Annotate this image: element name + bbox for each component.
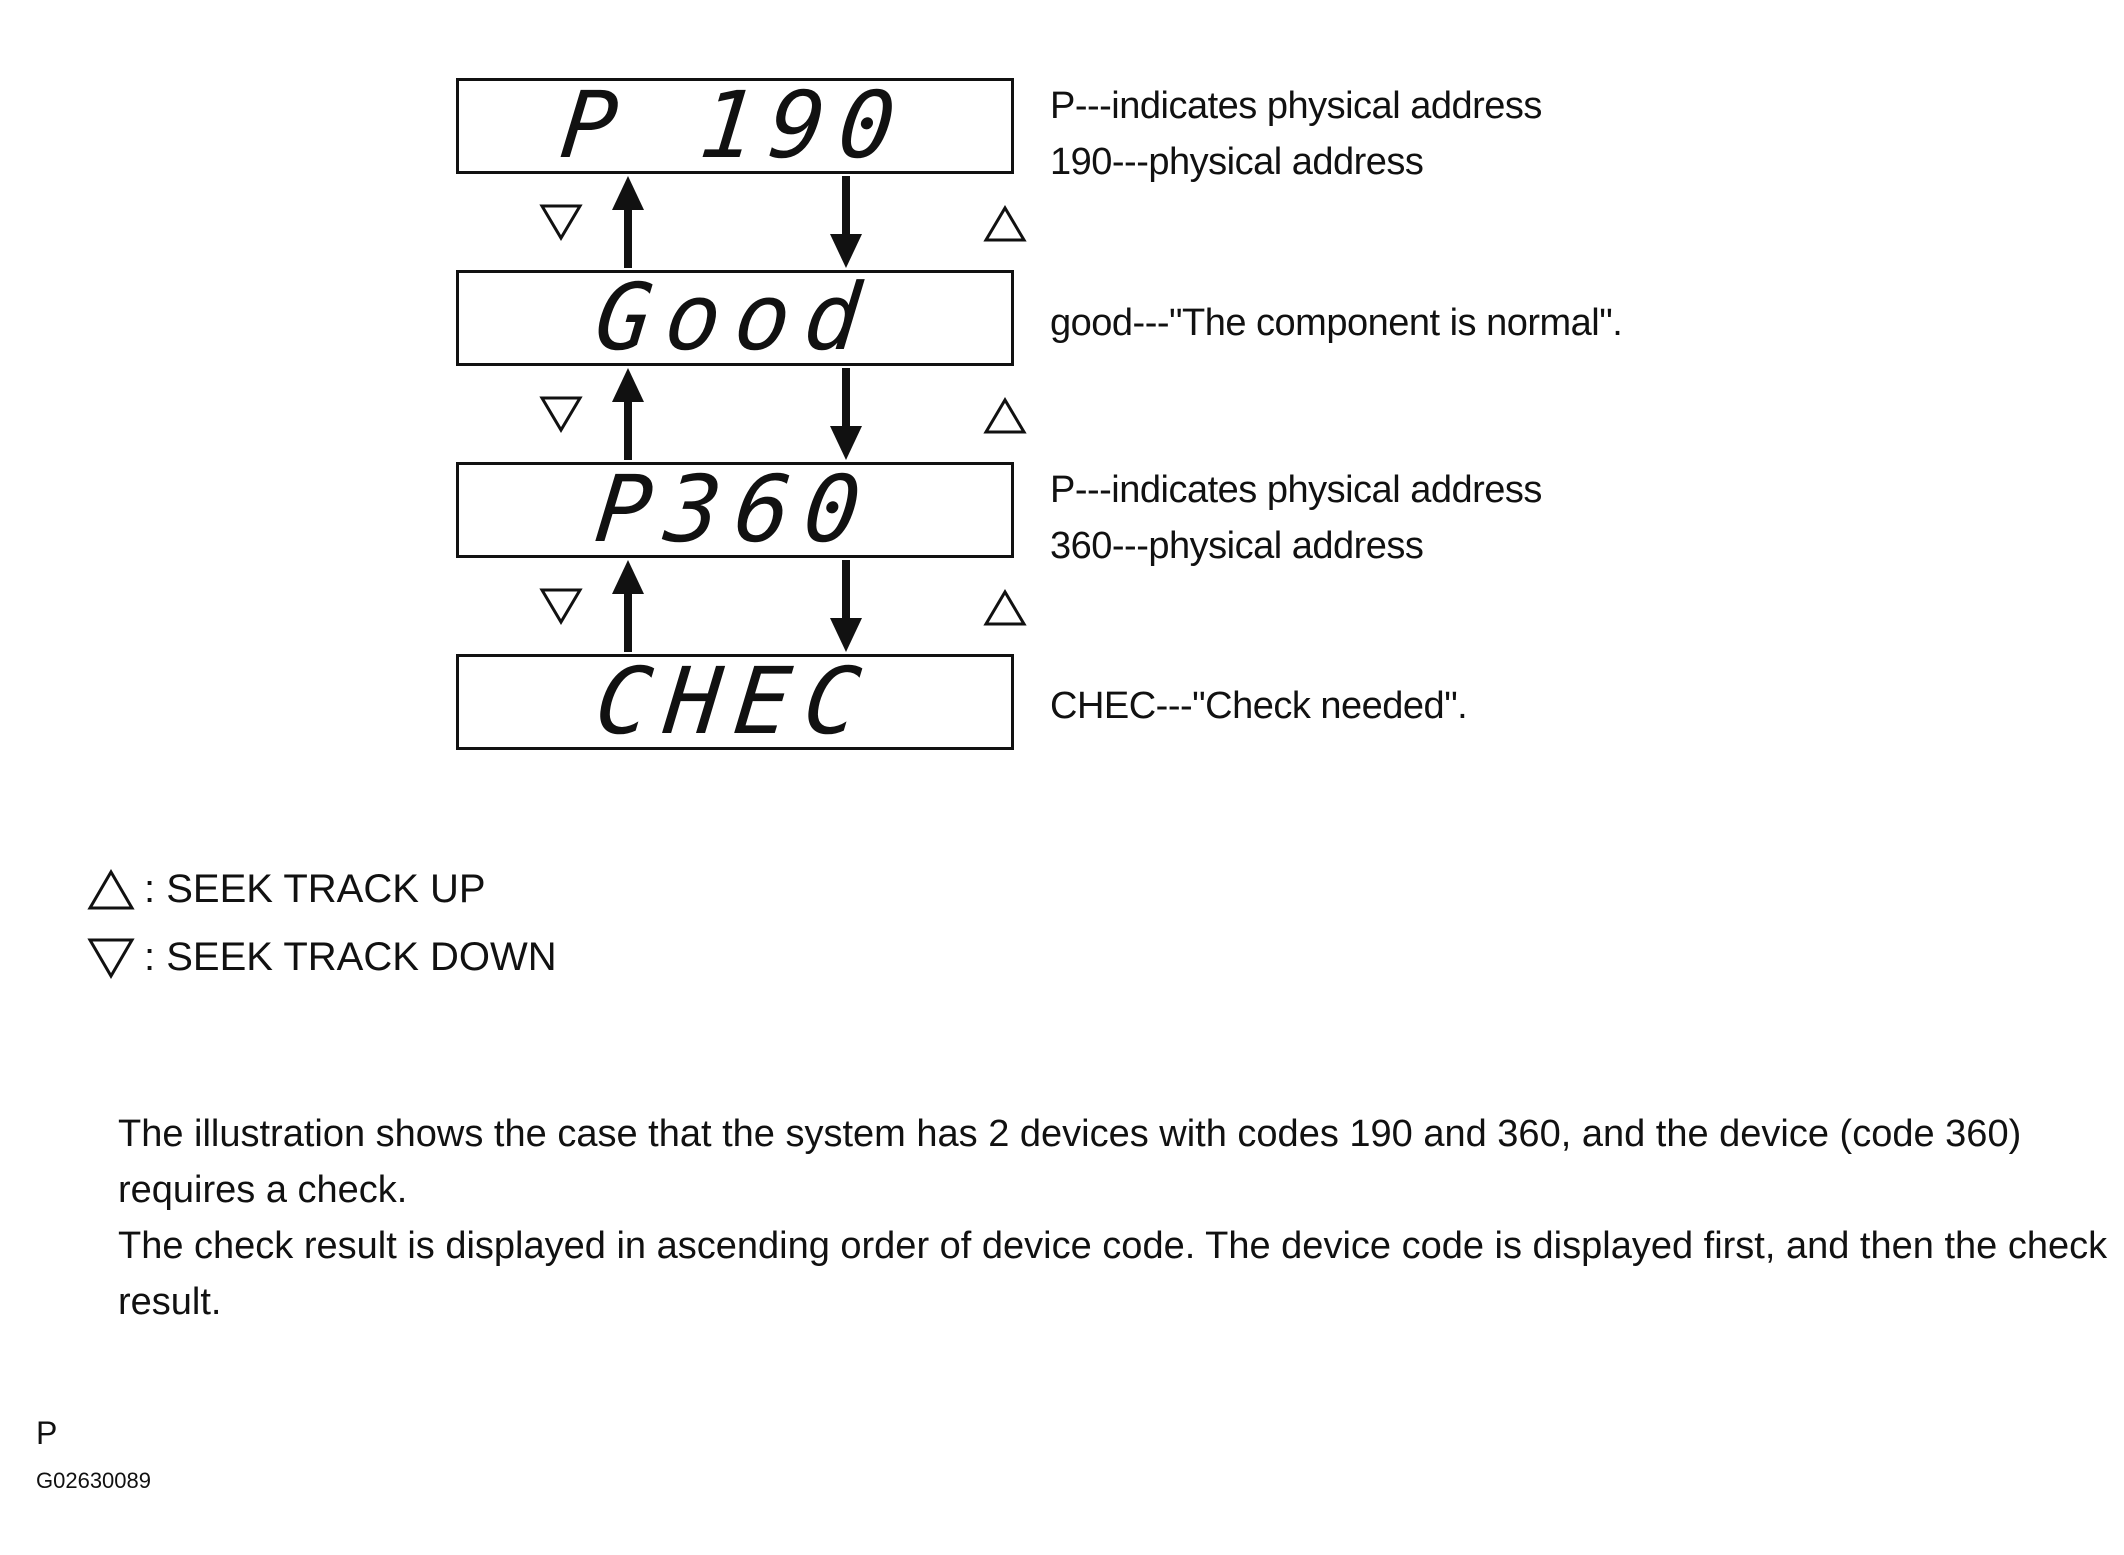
display-text: CHEC bbox=[590, 648, 880, 755]
desc-line: good---"The component is normal". bbox=[1050, 302, 1623, 344]
transition-group-2 bbox=[539, 368, 1027, 460]
display-p360: P360 bbox=[456, 456, 1014, 563]
transition-group-3 bbox=[539, 560, 1027, 652]
down-arrow-head bbox=[830, 618, 862, 652]
desc-p190: P---indicates physical address 190---phy… bbox=[1050, 78, 1542, 190]
paragraph-2: The check result is displayed in ascendi… bbox=[118, 1225, 2108, 1323]
down-arrow-head bbox=[830, 426, 862, 460]
display-text: P 190 bbox=[555, 72, 915, 179]
desc-line: P---indicates physical address bbox=[1050, 85, 1542, 127]
seek-down-icon bbox=[539, 396, 583, 433]
display-p190: P 190 bbox=[456, 72, 1014, 179]
desc-p360: P---indicates physical address 360---phy… bbox=[1050, 462, 1542, 574]
down-arrow-head bbox=[830, 234, 862, 268]
display-good: Good bbox=[456, 264, 1014, 371]
footer-letter: P bbox=[36, 1415, 58, 1451]
up-arrow-head bbox=[612, 368, 644, 402]
desc-chec: CHEC---"Check needed". bbox=[1050, 678, 1468, 734]
legend-seek-down: : SEEK TRACK DOWN bbox=[86, 934, 557, 980]
display-chec: CHEC bbox=[456, 648, 1014, 755]
desc-line: P---indicates physical address bbox=[1050, 469, 1542, 511]
desc-line: 360---physical address bbox=[1050, 525, 1424, 567]
display-text: Good bbox=[590, 264, 880, 371]
legend-down-label: : SEEK TRACK DOWN bbox=[144, 934, 557, 979]
desc-line: 190---physical address bbox=[1050, 141, 1424, 183]
seek-up-icon bbox=[983, 589, 1027, 626]
legend-seek-up: : SEEK TRACK UP bbox=[86, 866, 486, 912]
triangle-up-icon bbox=[87, 869, 135, 910]
triangle-down-icon bbox=[87, 938, 135, 979]
up-arrow-head bbox=[612, 176, 644, 210]
paragraph-1: The illustration shows the case that the… bbox=[118, 1113, 2022, 1211]
transition-group-1 bbox=[539, 176, 1027, 268]
desc-good: good---"The component is normal". bbox=[1050, 295, 1623, 351]
legend-up-label: : SEEK TRACK UP bbox=[144, 866, 486, 911]
seek-down-icon bbox=[539, 588, 583, 625]
explanation-text: The illustration shows the case that the… bbox=[118, 1106, 2108, 1330]
display-text: P360 bbox=[590, 456, 880, 563]
desc-line: CHEC---"Check needed". bbox=[1050, 685, 1468, 727]
up-arrow-head bbox=[612, 560, 644, 594]
seek-up-icon bbox=[983, 397, 1027, 434]
seek-down-icon bbox=[539, 204, 583, 241]
seek-up-icon bbox=[983, 205, 1027, 242]
figure-code: G02630089 bbox=[36, 1468, 151, 1493]
